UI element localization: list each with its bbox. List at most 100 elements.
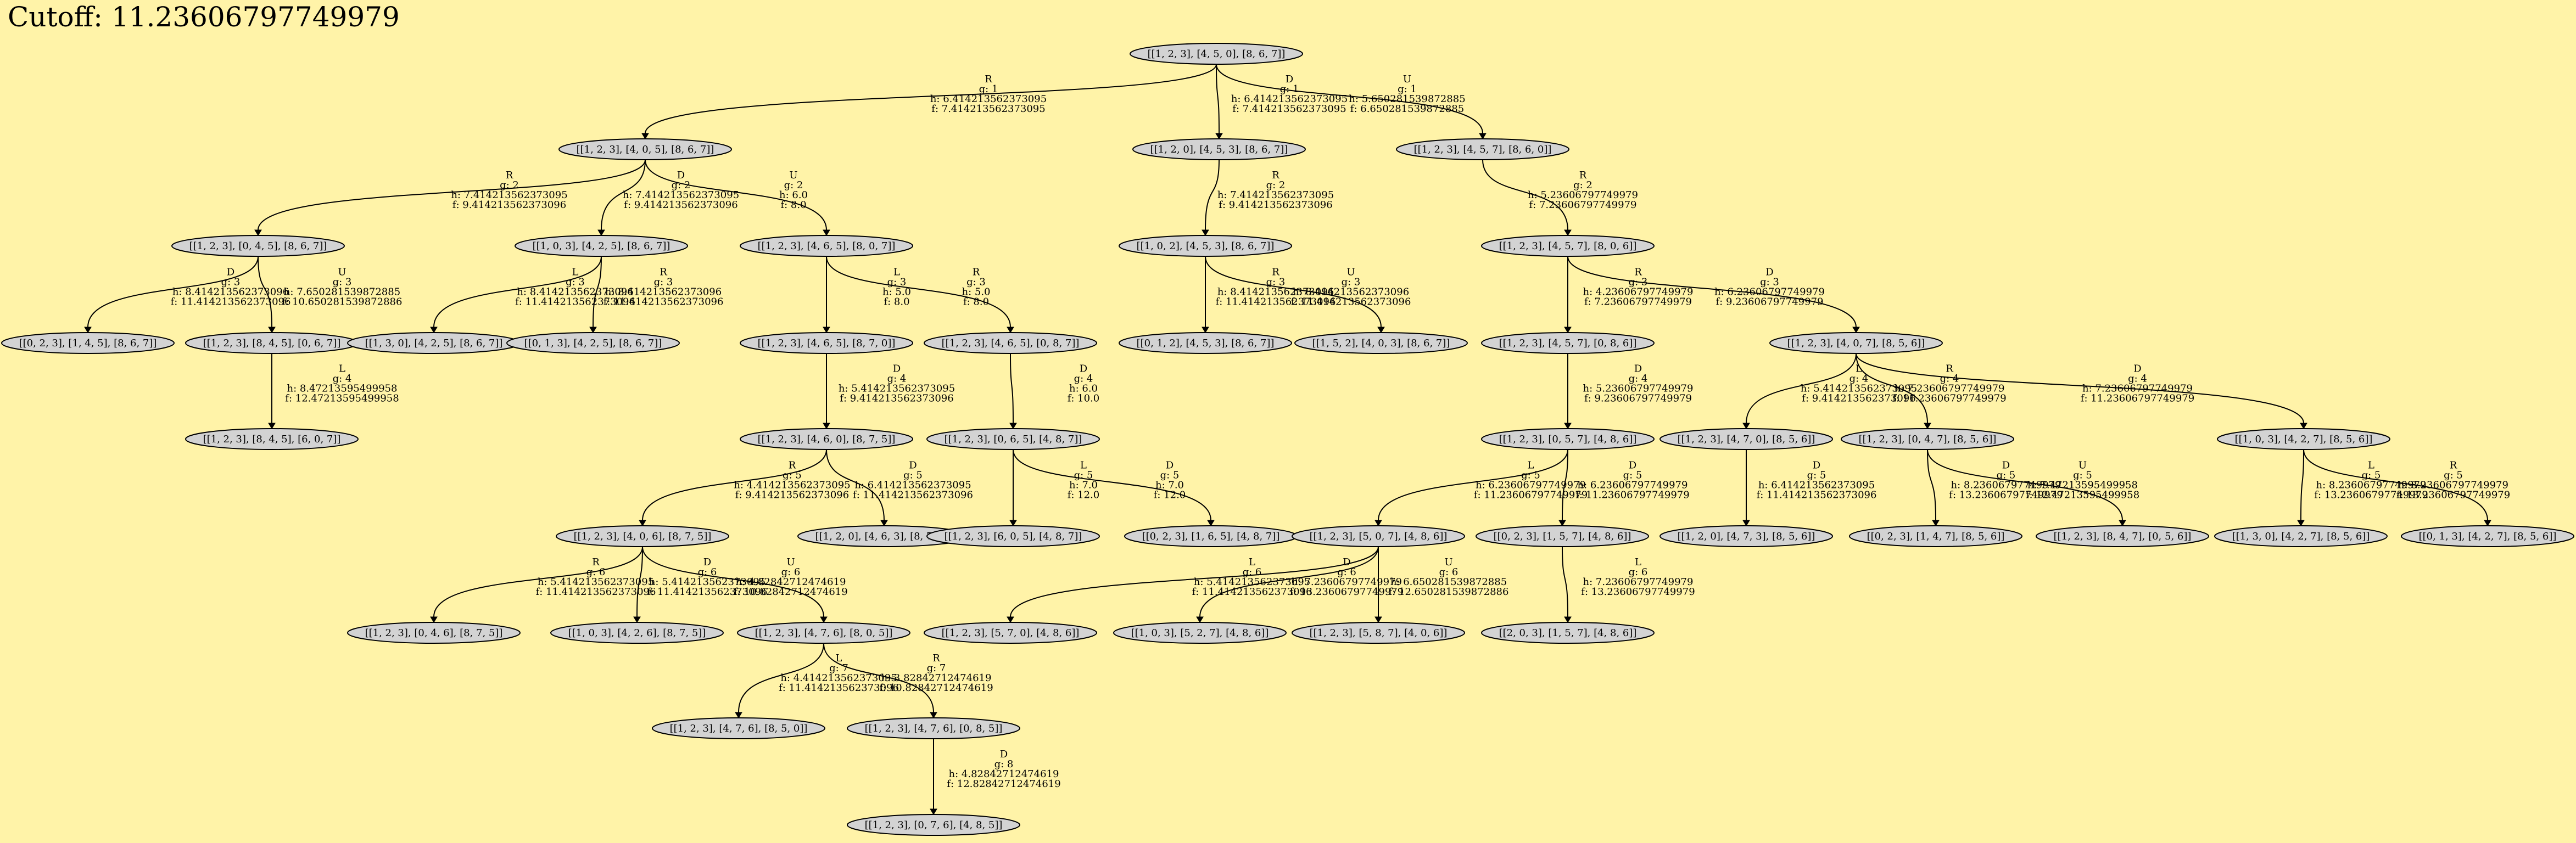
edge-arrowhead bbox=[639, 520, 646, 526]
cutoff-title: Cutoff: 11.23606797749979 bbox=[8, 1, 400, 33]
edge-label-line: D bbox=[1343, 557, 1350, 568]
state-node-ellipse bbox=[556, 525, 729, 547]
edge-arrowhead bbox=[1852, 327, 1860, 333]
state-node: [[1, 2, 3], [4, 6, 5], [8, 7, 0]] bbox=[740, 332, 913, 354]
state-node: [[1, 2, 0], [4, 6, 3], [8, 7, 5]] bbox=[797, 525, 971, 547]
edge-label-line: g: 7 bbox=[927, 662, 946, 674]
edge-label-line: U bbox=[338, 267, 346, 278]
edge-arrowhead bbox=[2484, 520, 2491, 526]
edge-label-line: U bbox=[1403, 74, 1411, 85]
edge-arrowhead bbox=[735, 712, 742, 718]
state-node-ellipse bbox=[1841, 428, 2014, 450]
state-node-ellipse bbox=[1132, 138, 1306, 160]
state-node-label: [[1, 2, 3], [4, 7, 6], [8, 5, 0]] bbox=[670, 723, 808, 734]
edge-label-line: f: 10.650281539872886 bbox=[282, 296, 403, 308]
edge-label-line: f: 9.23606797749979 bbox=[1716, 296, 1824, 308]
edge-arrowhead bbox=[1564, 229, 1572, 236]
edge-label-line: h: 6.23606797749979 bbox=[1476, 480, 1586, 491]
state-node: [[0, 2, 3], [1, 4, 5], [8, 6, 7]] bbox=[1, 332, 175, 354]
edge-label-line: g: 5 bbox=[2444, 470, 2463, 481]
state-node-label: [[0, 2, 3], [1, 4, 7], [8, 5, 6]] bbox=[1867, 531, 2005, 542]
edge-label-line: f: 9.414213562373096 bbox=[624, 199, 737, 211]
edge-arrowhead bbox=[1932, 520, 1940, 526]
edge-label-line: g: 1 bbox=[979, 83, 998, 95]
edge-label-line: g: 5 bbox=[1074, 470, 1093, 481]
edge-label-line: R bbox=[985, 74, 992, 85]
edge-label-line: R bbox=[789, 460, 796, 471]
state-node: [[1, 2, 3], [4, 7, 6], [0, 8, 5]] bbox=[847, 717, 1020, 739]
edge-label-line: h: 8.23606797749979 bbox=[2316, 480, 2427, 491]
state-node: [[1, 2, 3], [4, 7, 6], [8, 0, 5]] bbox=[737, 622, 910, 644]
edge-arrowhead bbox=[1007, 327, 1014, 333]
edge-label-line: f: 7.414213562373095 bbox=[1232, 103, 1346, 115]
state-node-label: [[1, 2, 3], [4, 5, 7], [8, 6, 0]] bbox=[1414, 144, 1552, 155]
state-node-ellipse bbox=[1476, 525, 1649, 547]
edge-label-line: h: 7.650281539872885 bbox=[284, 286, 400, 298]
edge-label-line: g: 6 bbox=[1629, 566, 1648, 578]
edge-label-line: L bbox=[893, 267, 900, 278]
state-node: [[1, 5, 2], [4, 0, 3], [8, 6, 7]] bbox=[1294, 332, 1468, 354]
state-node-label: [[1, 2, 3], [5, 8, 7], [4, 0, 6]] bbox=[1310, 627, 1448, 639]
edge-line bbox=[1216, 64, 1483, 134]
state-node-ellipse bbox=[1119, 332, 1292, 354]
edge-label-line: D bbox=[1765, 267, 1773, 278]
edge-line bbox=[738, 643, 824, 713]
state-node-label: [[1, 2, 3], [4, 0, 7], [8, 5, 6]] bbox=[1787, 338, 1925, 349]
edge-line bbox=[1567, 256, 1857, 328]
edge-label-line: L bbox=[1080, 460, 1087, 471]
edge-label-line: f: 11.414213562373096 bbox=[779, 682, 899, 694]
edge-label-line: f: 8.0 bbox=[884, 296, 909, 308]
state-node: [[1, 2, 3], [0, 4, 6], [8, 7, 5]] bbox=[347, 622, 521, 644]
edge-label-line: L bbox=[2368, 460, 2374, 471]
state-node-label: [[1, 2, 3], [4, 7, 6], [0, 8, 5]] bbox=[865, 723, 1003, 734]
state-node-label: [[1, 0, 3], [5, 2, 7], [4, 8, 6]] bbox=[1131, 627, 1269, 639]
edge-line bbox=[1205, 256, 1382, 328]
edges-layer bbox=[84, 64, 2491, 815]
edge-label-line: h: 8.414213562373096 bbox=[172, 286, 289, 298]
edge-arrowhead bbox=[1007, 616, 1014, 623]
edge-arrowhead bbox=[1479, 133, 1487, 139]
edge-arrowhead bbox=[930, 712, 937, 718]
state-node: [[1, 2, 3], [5, 0, 7], [4, 8, 6]] bbox=[1292, 525, 1465, 547]
edge-arrowhead bbox=[1742, 520, 1750, 526]
state-node: [[1, 0, 2], [4, 5, 3], [8, 6, 7]] bbox=[1119, 235, 1292, 257]
edge-label-line: f: 7.414213562373095 bbox=[931, 103, 1045, 115]
edge-label-line: h: 6.414213562373095 bbox=[854, 480, 971, 491]
edge-label-line: L bbox=[572, 267, 579, 278]
state-node-label: [[1, 2, 3], [4, 5, 0], [8, 6, 7]] bbox=[1148, 48, 1286, 60]
state-node-label: [[1, 2, 3], [0, 7, 6], [4, 8, 5]] bbox=[865, 819, 1003, 831]
edge-line bbox=[1013, 449, 1211, 521]
edge-label-line: L bbox=[1635, 557, 1641, 568]
state-node: [[1, 2, 3], [5, 7, 0], [4, 8, 6]] bbox=[924, 622, 1097, 644]
state-node-label: [[1, 2, 3], [0, 6, 5], [4, 8, 7]] bbox=[945, 434, 1082, 445]
edge-label-line: h: 6.23606797749979 bbox=[1578, 480, 1688, 491]
edge-line bbox=[1746, 353, 1857, 424]
state-node-label: [[0, 2, 3], [1, 5, 7], [4, 8, 6]] bbox=[1494, 531, 1631, 542]
edge-label-line: h: 5.0 bbox=[882, 286, 911, 298]
state-node-ellipse bbox=[1481, 622, 1655, 644]
edge-label-line: R bbox=[1272, 267, 1279, 278]
edge-label-line: g: 6 bbox=[698, 566, 717, 578]
edge-arrowhead bbox=[1924, 423, 1931, 429]
state-node: [[1, 2, 3], [0, 4, 7], [8, 5, 6]] bbox=[1841, 428, 2014, 450]
edge-label-line: f: 11.414213562373096 bbox=[853, 490, 973, 501]
state-node-ellipse bbox=[2036, 525, 2209, 547]
